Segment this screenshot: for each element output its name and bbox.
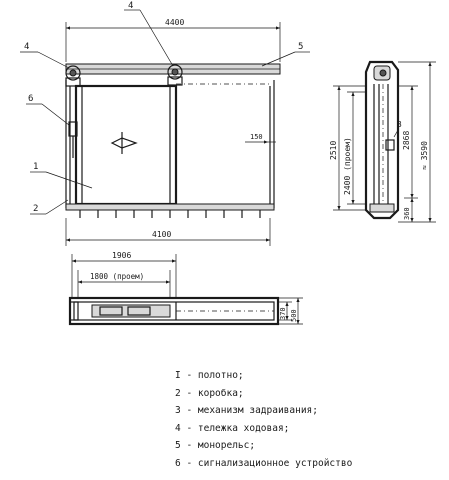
svg-text:4: 4	[24, 42, 29, 52]
dim-2510: 2510	[329, 85, 366, 211]
callout-4-left: 4	[20, 42, 70, 69]
svg-text:2868: 2868	[402, 131, 411, 150]
legend: I - полотно; 2 - коробка; 3 - механизм з…	[175, 367, 445, 472]
dim-offset-150: 150	[245, 133, 276, 144]
svg-text:500: 500	[290, 309, 298, 322]
svg-text:5: 5	[298, 42, 303, 52]
svg-text:2400 (проем): 2400 (проем)	[343, 137, 352, 195]
svg-text:2510: 2510	[329, 141, 338, 160]
door-sill	[65, 203, 275, 211]
dim-top-4400: 4400	[65, 18, 281, 62]
dim-offset-label: 150	[250, 133, 263, 141]
legend-item-1: I - полотно;	[175, 370, 244, 381]
elevation-view: 4400	[20, 1, 310, 246]
callout-1: 1	[30, 162, 93, 189]
legend-item-6: 6 - сигнализационное устройство	[175, 457, 353, 469]
legend-item-2: 2 - коробка;	[175, 387, 244, 399]
trolley-right	[167, 64, 183, 86]
dim-bottom-label: 4100	[152, 230, 171, 239]
dim-2868: 2868	[398, 85, 418, 198]
legend-item-3: 3 - механизм задраивания;	[175, 405, 318, 416]
section-lock	[385, 139, 395, 151]
dim-top-label: 4400	[165, 18, 184, 27]
svg-text:≈ 3590: ≈ 3590	[420, 141, 429, 170]
svg-text:4: 4	[128, 1, 133, 11]
dim-3590: ≈ 3590	[398, 61, 436, 223]
section-callout-3: 3	[397, 120, 402, 129]
dim-bottom-4100: 4100	[65, 218, 271, 246]
callout-4-top: 4	[124, 1, 174, 67]
callout-6: 6	[26, 94, 70, 126]
svg-text:360: 360	[403, 207, 411, 220]
trolley-left	[65, 65, 81, 87]
door-leaf	[74, 84, 178, 206]
svg-text:370: 370	[279, 307, 287, 320]
svg-text:6: 6	[28, 94, 33, 104]
dim-1800: 1800 (проем)	[77, 270, 171, 298]
svg-text:1906: 1906	[112, 251, 131, 260]
dim-2400: 2400 (проем)	[343, 91, 366, 205]
dim-1906: 1906	[71, 251, 177, 298]
legend-item-4: 4 - тележка ходовая;	[175, 422, 290, 434]
section-casing	[364, 60, 400, 220]
door-handle	[110, 137, 138, 149]
section-view: 3 2510 2400 (проем) 2868 ≈ 3590	[329, 60, 436, 223]
legend-item-5: 5 - монорельс;	[175, 440, 256, 451]
dim-360: 360	[403, 197, 418, 222]
dim-500: 500	[278, 297, 303, 325]
svg-text:1800 (проем): 1800 (проем)	[90, 272, 144, 281]
callout-5: 5	[261, 42, 310, 67]
svg-text:1: 1	[33, 162, 38, 172]
dim-370: 370	[278, 301, 292, 321]
svg-text:2: 2	[33, 204, 38, 214]
plan-view: 1906 1800 (проем) 370 500	[68, 251, 303, 326]
callout-2: 2	[30, 199, 69, 215]
